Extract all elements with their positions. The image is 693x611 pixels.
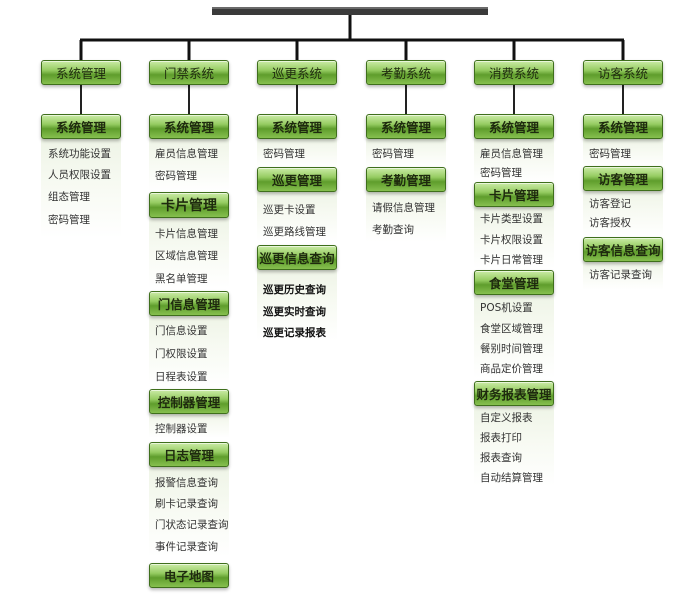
panel-col2-group2 <box>149 216 229 288</box>
panel-col5-group4 <box>474 404 554 486</box>
visitor-system-node[interactable]: 访客系统 <box>583 60 663 85</box>
list-item[interactable]: POS机设置 <box>480 302 533 314</box>
attendance-system-node[interactable]: 考勤系统 <box>366 60 446 85</box>
col2-log-management-button[interactable]: 日志管理 <box>149 442 229 467</box>
col4-system-management-button[interactable]: 系统管理 <box>366 114 446 139</box>
list-item[interactable]: 门信息设置 <box>155 325 208 337</box>
list-item[interactable]: 密码管理 <box>155 170 197 182</box>
list-item[interactable]: 卡片类型设置 <box>480 213 543 225</box>
list-item[interactable]: 事件记录查询 <box>155 541 218 553</box>
col2-electronic-map-button[interactable]: 电子地图 <box>149 563 229 588</box>
panel-col3-group1 <box>257 138 337 168</box>
list-item[interactable]: 组态管理 <box>48 191 90 203</box>
list-item[interactable]: 卡片信息管理 <box>155 228 218 240</box>
list-item[interactable]: 巡更实时查询 <box>263 306 326 318</box>
list-item[interactable]: 密码管理 <box>48 214 90 226</box>
list-item[interactable]: 密码管理 <box>480 167 522 179</box>
list-item[interactable]: 日程表设置 <box>155 371 208 383</box>
col6-system-management-button[interactable]: 系统管理 <box>583 114 663 139</box>
col6-visitor-management-button[interactable]: 访客管理 <box>583 166 663 191</box>
list-item[interactable]: 报表打印 <box>480 432 522 444</box>
list-item[interactable]: 控制器设置 <box>155 423 208 435</box>
panel-col1-group1 <box>41 138 121 238</box>
list-item[interactable]: 卡片日常管理 <box>480 254 543 266</box>
list-item[interactable]: 巡更历史查询 <box>263 284 326 296</box>
panel-col2-group3 <box>149 314 229 386</box>
list-item[interactable]: 食堂区域管理 <box>480 323 543 335</box>
col3-patrol-management-button[interactable]: 巡更管理 <box>257 167 337 192</box>
col6-visitor-info-query-button[interactable]: 访客信息查询 <box>583 237 663 262</box>
panel-col4-group1 <box>366 138 446 168</box>
panel-col4-group2 <box>366 190 446 242</box>
list-item[interactable]: 自动结算管理 <box>480 472 543 484</box>
list-item[interactable]: 密码管理 <box>372 148 414 160</box>
list-item[interactable]: 系统功能设置 <box>48 148 111 160</box>
list-item[interactable]: 报表查询 <box>480 452 522 464</box>
col3-system-management-button[interactable]: 系统管理 <box>257 114 337 139</box>
consumption-system-node[interactable]: 消费系统 <box>474 60 554 85</box>
list-item[interactable]: 商品定价管理 <box>480 363 543 375</box>
panel-col6-group1 <box>583 138 663 168</box>
panel-col2-group1 <box>149 138 229 192</box>
list-item[interactable]: 访客记录查询 <box>589 269 652 281</box>
list-item[interactable]: 刷卡记录查询 <box>155 498 218 510</box>
list-item[interactable]: 考勤查询 <box>372 224 414 236</box>
list-item[interactable]: 密码管理 <box>263 148 305 160</box>
list-item[interactable]: 巡更记录报表 <box>263 327 326 339</box>
list-item[interactable]: 请假信息管理 <box>372 202 435 214</box>
list-item[interactable]: 雇员信息管理 <box>155 148 218 160</box>
list-item[interactable]: 访客登记 <box>589 198 631 210</box>
list-item[interactable]: 访客授权 <box>589 217 631 229</box>
col5-financial-report-management-button[interactable]: 财务报表管理 <box>474 381 554 406</box>
access-control-system-node[interactable]: 门禁系统 <box>149 60 229 85</box>
patrol-system-node[interactable]: 巡更系统 <box>257 60 337 85</box>
list-item[interactable]: 报警信息查询 <box>155 477 218 489</box>
panel-col3-group2 <box>257 190 337 242</box>
col2-door-info-management-button[interactable]: 门信息管理 <box>149 291 229 316</box>
system-management-node[interactable]: 系统管理 <box>41 60 121 85</box>
col2-controller-management-button[interactable]: 控制器管理 <box>149 389 229 414</box>
col5-system-management-button[interactable]: 系统管理 <box>474 114 554 139</box>
panel-col5-group3 <box>474 293 554 379</box>
col5-card-management-button[interactable]: 卡片管理 <box>474 182 554 207</box>
list-item[interactable]: 门权限设置 <box>155 348 208 360</box>
root-bar <box>212 7 488 15</box>
list-item[interactable]: 雇员信息管理 <box>480 148 543 160</box>
list-item[interactable]: 黑名单管理 <box>155 273 208 285</box>
panel-col3-group3 <box>257 267 337 341</box>
col2-system-management-button[interactable]: 系统管理 <box>149 114 229 139</box>
list-item[interactable]: 巡更卡设置 <box>263 204 316 216</box>
panel-col2-group4 <box>149 412 229 438</box>
panel-col5-group1 <box>474 138 554 183</box>
col2-card-management-button[interactable]: 卡片管理 <box>149 192 229 218</box>
list-item[interactable]: 区域信息管理 <box>155 250 218 262</box>
list-item[interactable]: 门状态记录查询 <box>155 519 229 531</box>
panel-col6-group3 <box>583 260 663 290</box>
list-item[interactable]: 人员权限设置 <box>48 169 111 181</box>
root-bar-highlight <box>212 7 488 9</box>
list-item[interactable]: 卡片权限设置 <box>480 234 543 246</box>
col4-attendance-management-button[interactable]: 考勤管理 <box>366 167 446 192</box>
panel-col2-group5 <box>149 465 229 557</box>
list-item[interactable]: 巡更路线管理 <box>263 226 326 238</box>
col1-system-management-button[interactable]: 系统管理 <box>41 114 121 139</box>
list-item[interactable]: 密码管理 <box>589 148 631 160</box>
col3-patrol-info-query-button[interactable]: 巡更信息查询 <box>257 245 337 270</box>
list-item[interactable]: 餐别时间管理 <box>480 343 543 355</box>
panel-col5-group2 <box>474 205 554 269</box>
panel-col6-group2 <box>583 189 663 237</box>
col5-canteen-management-button[interactable]: 食堂管理 <box>474 270 554 295</box>
list-item[interactable]: 自定义报表 <box>480 412 533 424</box>
